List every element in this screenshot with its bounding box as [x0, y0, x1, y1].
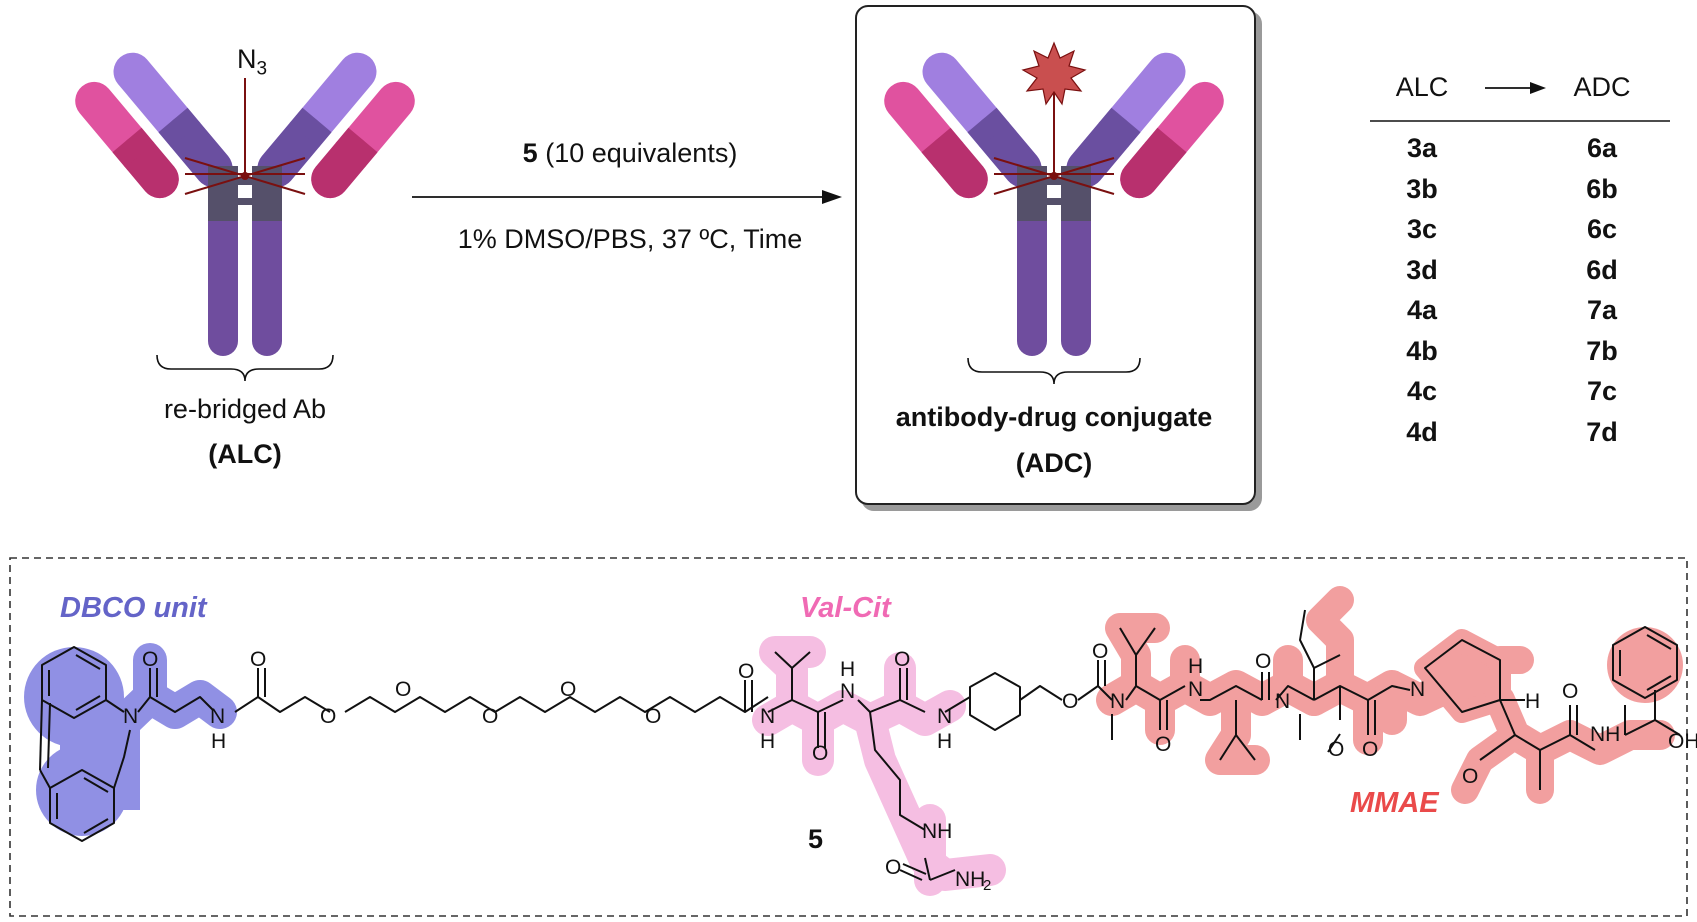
table-cell-alc: 3b [1406, 173, 1438, 204]
atom-label: O [395, 678, 412, 701]
atom-label: O [482, 705, 499, 728]
atom-label: O [1155, 733, 1172, 756]
atom-label: O [894, 648, 911, 671]
atom-label: O [1328, 738, 1345, 761]
atom-label: O [1092, 640, 1109, 663]
payload-star-icon [1021, 41, 1087, 106]
dbco-highlight [24, 643, 237, 836]
table-cell-adc: 6a [1586, 133, 1618, 163]
atom-label: NH [1590, 723, 1621, 746]
alc-adc-table-graphics [1370, 82, 1670, 122]
table-cell-adc: 6b [1586, 173, 1618, 204]
table-cell-adc: 7b [1586, 335, 1618, 366]
adc-abbrev: (ADC) [1015, 448, 1093, 478]
table-cell-adc: 6d [1586, 254, 1618, 285]
azide-label: N3 [237, 44, 268, 80]
atom-label: O [812, 742, 829, 765]
atom-label: N [1410, 678, 1426, 701]
reaction-arrow [412, 190, 842, 204]
atom-label: N [123, 705, 139, 728]
table-cell-alc: 3a [1406, 133, 1438, 163]
atom-label: H [1525, 690, 1541, 713]
atom-label: H [840, 658, 856, 681]
atom-label: N [760, 705, 776, 728]
table-cell-alc: 3c [1406, 214, 1438, 244]
table-cell-alc: 4b [1406, 335, 1438, 366]
atom-label: O [142, 648, 159, 671]
atom-label: O [1255, 650, 1272, 673]
structure-box [9, 557, 1688, 917]
atom-label: O [885, 856, 902, 879]
table-cell-adc: 7c [1586, 376, 1618, 406]
atom-label: O [320, 705, 337, 728]
dbco-unit-label: DBCO unit [60, 592, 207, 624]
table-cell-adc: 7a [1586, 295, 1618, 325]
atom-subscript: 2 [983, 877, 992, 894]
atom-label: O [645, 705, 662, 728]
mmae-label: MMAE [1350, 787, 1439, 819]
table-header-alc: ALC [1395, 72, 1449, 102]
atom-label: N [210, 705, 226, 728]
table-cell-alc: 3d [1406, 254, 1438, 285]
atom-label: N [937, 705, 953, 728]
atom-label: N [1110, 690, 1126, 713]
atom-label: O [1462, 765, 1479, 788]
atom-label: O [1062, 690, 1079, 713]
table-cell-alc: 4a [1406, 295, 1438, 325]
adc-antibody-graphic [875, 41, 1233, 385]
atom-label: O [1562, 680, 1579, 703]
compound-number: 5 [808, 824, 824, 854]
table-cell-adc: 7d [1586, 416, 1618, 447]
atom-label: N [840, 680, 856, 703]
molecule-bonds [39, 609, 1681, 881]
reaction-conditions: 1% DMSO/PBS, 37 ºC, Time [457, 224, 803, 254]
reagent-label: 5 (10 equivalents) [522, 138, 738, 168]
atom-label: O [250, 648, 267, 671]
atom-label: NH [922, 820, 953, 843]
atom-label: H [211, 730, 227, 753]
atom-label: NH [955, 868, 986, 891]
adc-caption: antibody-drug conjugate [895, 402, 1213, 432]
atom-label: N [1188, 678, 1204, 701]
atom-label: N [1275, 690, 1291, 713]
atom-label: OH [1668, 730, 1697, 753]
alc-antibody-graphic [66, 43, 424, 382]
atom-label: H [937, 730, 953, 753]
alc-caption: re-bridged Ab [163, 394, 327, 424]
atom-label: H [1188, 655, 1204, 678]
table-cell-alc: 4c [1406, 376, 1438, 406]
atom-label: O [738, 660, 755, 683]
alc-abbrev: (ALC) [208, 439, 282, 469]
valcit-highlight [752, 636, 1006, 896]
atom-label: O [1362, 738, 1379, 761]
atom-label: H [760, 730, 776, 753]
table-cell-adc: 6c [1586, 214, 1618, 244]
table-header-adc: ADC [1573, 72, 1631, 102]
table-cell-alc: 4d [1406, 416, 1438, 447]
val-cit-label: Val-Cit [800, 592, 891, 624]
atom-label: O [560, 678, 577, 701]
